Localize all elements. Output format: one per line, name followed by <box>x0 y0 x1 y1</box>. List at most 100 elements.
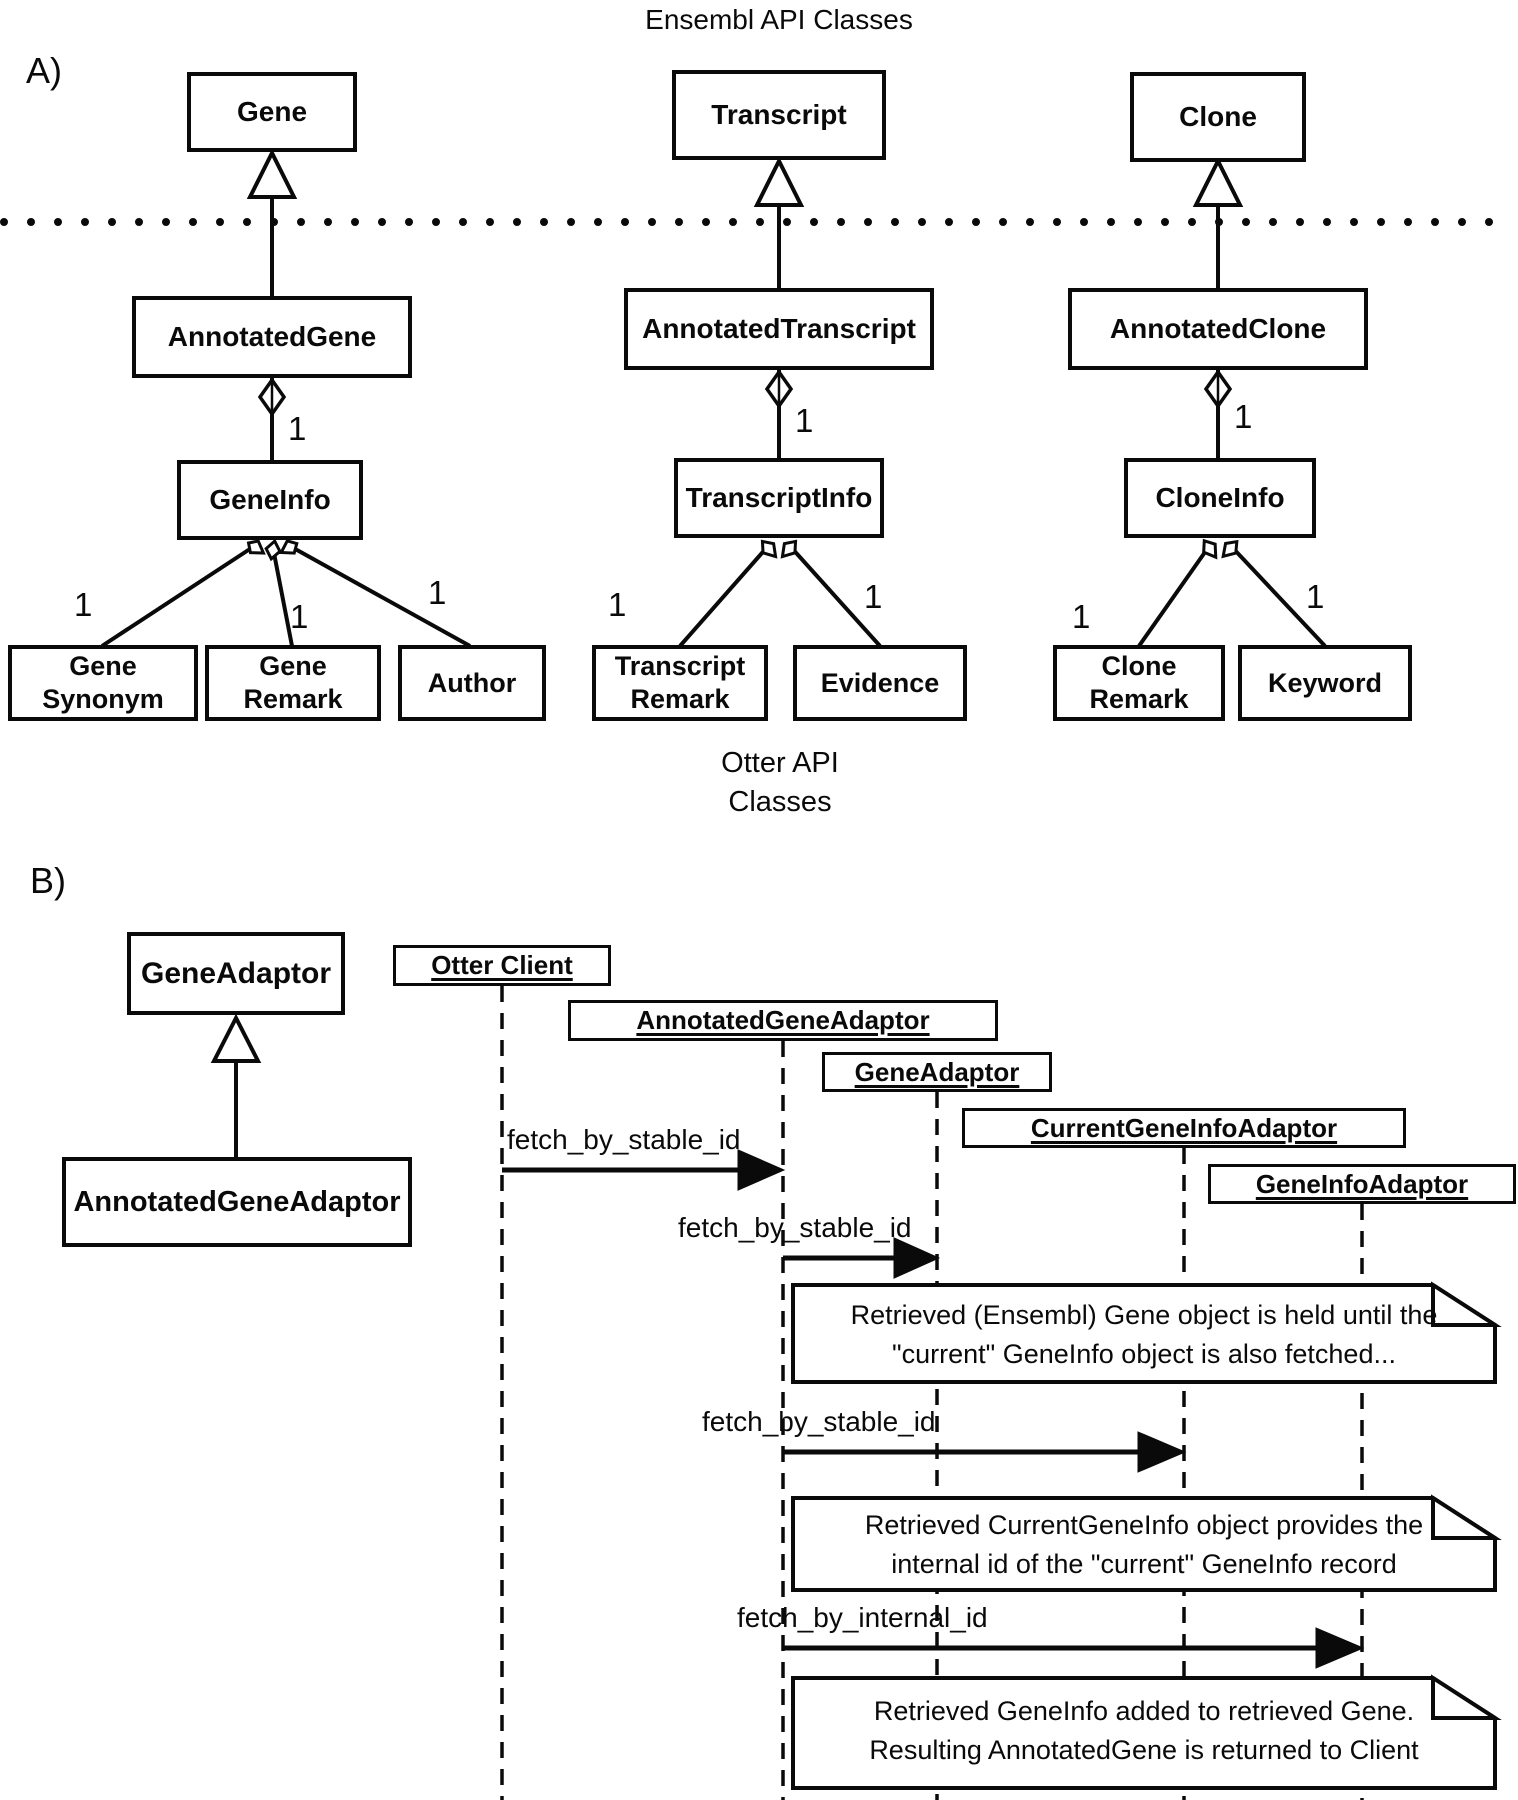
multiplicity-label: 1 <box>1072 598 1091 635</box>
class-box-gene-synonym: Gene Synonym <box>8 645 198 721</box>
geneinfo-genesynonym-line <box>100 543 258 648</box>
multiplicity-label: 1 <box>795 402 814 439</box>
class-label: GeneInfo <box>209 484 331 515</box>
class-label: Gene <box>236 96 308 127</box>
arrowhead-icon <box>893 1237 941 1279</box>
arrowhead-icon <box>737 1149 786 1191</box>
class-label-line2: Remark <box>243 684 343 714</box>
lifeline-head-geneadaptor: GeneAdaptor <box>822 1052 1052 1092</box>
note-fold-icon <box>1431 1494 1502 1540</box>
message-label-2: fetch_by_stable_id <box>678 1212 912 1243</box>
message-label-3: fetch_by_stable_id <box>702 1406 936 1437</box>
note-line2: internal id of the "current" GeneInfo re… <box>891 1549 1397 1579</box>
multiplicity-label: 1 <box>428 574 447 611</box>
class-box-annotatedgeneadaptor: AnnotatedGeneAdaptor <box>62 1157 412 1247</box>
note-1-shape <box>791 1283 1497 1384</box>
panel-a-label: A) <box>26 50 62 91</box>
lifeline-label: GeneInfoAdaptor <box>1255 1168 1469 1199</box>
class-box-transcriptinfo: TranscriptInfo <box>674 458 884 538</box>
class-label: Transcript <box>711 99 847 130</box>
class-box-author: Author <box>398 645 546 721</box>
lifeline-head-annotatedgeneadaptor: AnnotatedGeneAdaptor <box>568 1000 998 1041</box>
class-label-line2: Remark <box>1089 684 1189 714</box>
class-box-cloneinfo: CloneInfo <box>1124 458 1316 538</box>
class-label: TranscriptInfo <box>685 482 873 513</box>
class-box-transcript-remark: Transcript Remark <box>592 645 768 721</box>
class-box-evidence: Evidence <box>793 645 967 721</box>
class-label: GeneAdaptor <box>140 956 332 990</box>
aggregation-diamond-cluster-icon <box>246 538 299 562</box>
note-1-text: Retrieved (Ensembl) Gene object is held … <box>800 1296 1488 1374</box>
note-line2: "current" GeneInfo object is also fetche… <box>892 1339 1396 1369</box>
class-box-geneadaptor: GeneAdaptor <box>127 932 345 1015</box>
note-2-shape <box>791 1496 1497 1592</box>
transcriptinfo-transcriptremark-line <box>678 543 771 648</box>
note-line1: Retrieved CurrentGeneInfo object provide… <box>864 1510 1424 1540</box>
class-label: AnnotatedGene <box>167 321 377 352</box>
lifeline-label: Otter Client <box>431 950 573 980</box>
class-box-annotatedclone: AnnotatedClone <box>1068 288 1368 370</box>
arrowhead-icon <box>1137 1431 1187 1473</box>
multiplicity-label: 1 <box>1234 398 1253 435</box>
class-label: AnnotatedGeneAdaptor <box>73 1185 401 1218</box>
class-box-geneinfo: GeneInfo <box>177 460 363 540</box>
note-3-shape <box>791 1676 1497 1790</box>
class-label-line1: Evidence <box>820 667 940 698</box>
class-box-keyword: Keyword <box>1238 645 1412 721</box>
note-3-text: Retrieved GeneInfo added to retrieved Ge… <box>800 1692 1488 1770</box>
message-label-4: fetch_by_internal_id <box>737 1602 988 1633</box>
lifeline-head-currentgeneinfoadaptor: CurrentGeneInfoAdaptor <box>962 1108 1406 1148</box>
class-box-gene: Gene <box>187 72 357 152</box>
lifeline-head-otter-client: Otter Client <box>393 945 611 986</box>
class-label-line1: Clone <box>1101 651 1177 681</box>
multiplicity-label: 1 <box>74 586 93 623</box>
transcriptinfo-evidence-line <box>787 543 882 648</box>
panel-b-label: B) <box>30 860 66 901</box>
footer-line1: Otter API <box>721 747 839 779</box>
generalization-triangle-icon <box>246 148 298 199</box>
multiplicity-label: 1 <box>608 586 627 623</box>
otter-api-classes-label: Otter API Classes <box>640 744 920 822</box>
class-label-line1: Gene <box>69 651 137 681</box>
multiplicity-label: 1 <box>1306 578 1325 615</box>
multiplicity-label: 1 <box>290 598 309 635</box>
class-label-line2: Synonym <box>42 684 164 714</box>
generalization-triangle-icon <box>210 1013 262 1063</box>
multiplicity-label: 1 <box>864 578 883 615</box>
note-line2: Resulting AnnotatedGene is returned to C… <box>869 1735 1419 1765</box>
aggregation-diamond-cluster-icon <box>1202 538 1239 560</box>
arrowhead-icon <box>1315 1627 1365 1669</box>
lifeline-label: AnnotatedGeneAdaptor <box>636 1005 930 1035</box>
lifeline-head-geneinfoadaptor: GeneInfoAdaptor <box>1208 1164 1516 1204</box>
aggregation-diamond-cluster-icon <box>760 539 798 559</box>
class-label-line1: Author <box>427 667 517 698</box>
geneinfo-author-line <box>287 543 471 648</box>
message-label-1: fetch_by_stable_id <box>507 1124 741 1155</box>
cloneinfo-keyword-line <box>1228 543 1327 648</box>
footer-line2: Classes <box>728 786 832 818</box>
note-fold-icon <box>1431 1674 1502 1720</box>
class-label-line2: Remark <box>630 684 730 714</box>
class-label: Clone <box>1179 101 1257 132</box>
note-line1: Retrieved (Ensembl) Gene object is held … <box>850 1300 1438 1330</box>
geneinfo-generemark-line <box>271 547 294 647</box>
class-box-annotatedgene: AnnotatedGene <box>132 296 412 378</box>
multiplicity-label: 1 <box>288 410 307 447</box>
class-label-line1: Transcript <box>614 651 746 681</box>
generalization-triangle-icon <box>753 156 805 207</box>
class-label-line1: Keyword <box>1267 667 1383 698</box>
class-box-gene-remark: Gene Remark <box>205 645 381 721</box>
class-box-annotatedtranscript: AnnotatedTranscript <box>624 288 934 370</box>
class-label: CloneInfo <box>1155 482 1285 513</box>
note-fold-icon <box>1431 1281 1502 1327</box>
generalization-triangle-icon <box>1192 156 1244 207</box>
figure-title: Ensembl API Classes <box>645 4 913 35</box>
class-box-transcript: Transcript <box>672 70 886 160</box>
class-label-line1: Gene <box>259 651 327 681</box>
class-label: AnnotatedTranscript <box>642 313 916 344</box>
lifeline-label: CurrentGeneInfoAdaptor <box>1030 1112 1338 1143</box>
class-box-clone-remark: Clone Remark <box>1053 645 1225 721</box>
note-line1: Retrieved GeneInfo added to retrieved Ge… <box>873 1696 1415 1726</box>
